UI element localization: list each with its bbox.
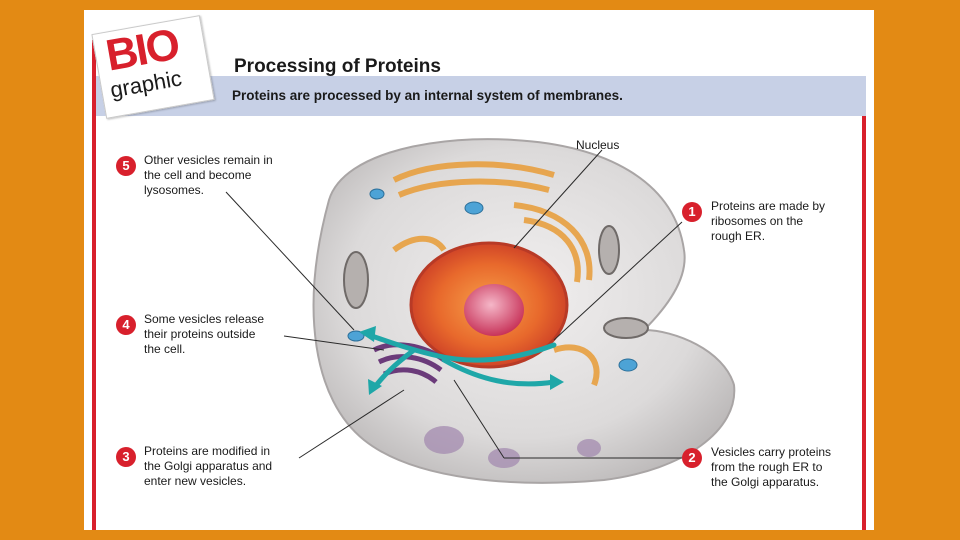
cell-illustration bbox=[225, 138, 736, 484]
step-1-number: 1 bbox=[682, 202, 702, 222]
step-1-text: Proteins are made by ribosomes on the ro… bbox=[711, 199, 826, 243]
leader-lines bbox=[225, 149, 683, 459]
mitochondrion bbox=[343, 251, 369, 309]
subtitle-bar: Proteins are processed by an internal sy… bbox=[96, 76, 866, 116]
vesicles bbox=[347, 188, 638, 372]
page-subtitle: Proteins are processed by an internal sy… bbox=[232, 88, 623, 103]
mitochondrion bbox=[603, 317, 649, 339]
step-2-number: 2 bbox=[682, 448, 702, 468]
rough-er bbox=[392, 161, 600, 387]
step-5-text: Other vesicles remain in the cell and be… bbox=[144, 153, 273, 197]
step-3-number: 3 bbox=[116, 447, 136, 467]
step-4-number: 4 bbox=[116, 315, 136, 335]
step-2-text: Vesicles carry proteins from the rough E… bbox=[711, 445, 832, 489]
arrow-head bbox=[368, 379, 382, 395]
step-4-text: Some vesicles release their proteins out… bbox=[144, 312, 265, 356]
page-title: Processing of Proteins bbox=[234, 56, 441, 77]
nucleolus bbox=[464, 284, 524, 336]
arrow-head bbox=[359, 326, 376, 342]
step-5-number: 5 bbox=[116, 156, 136, 176]
mitochondrion bbox=[598, 225, 620, 275]
slide: Processing of Proteins Proteins are proc… bbox=[84, 10, 874, 530]
arrow-head bbox=[550, 374, 564, 390]
step-3-text: Proteins are modified in the Golgi appar… bbox=[144, 444, 273, 488]
nucleus-label: Nucleus bbox=[576, 138, 620, 152]
